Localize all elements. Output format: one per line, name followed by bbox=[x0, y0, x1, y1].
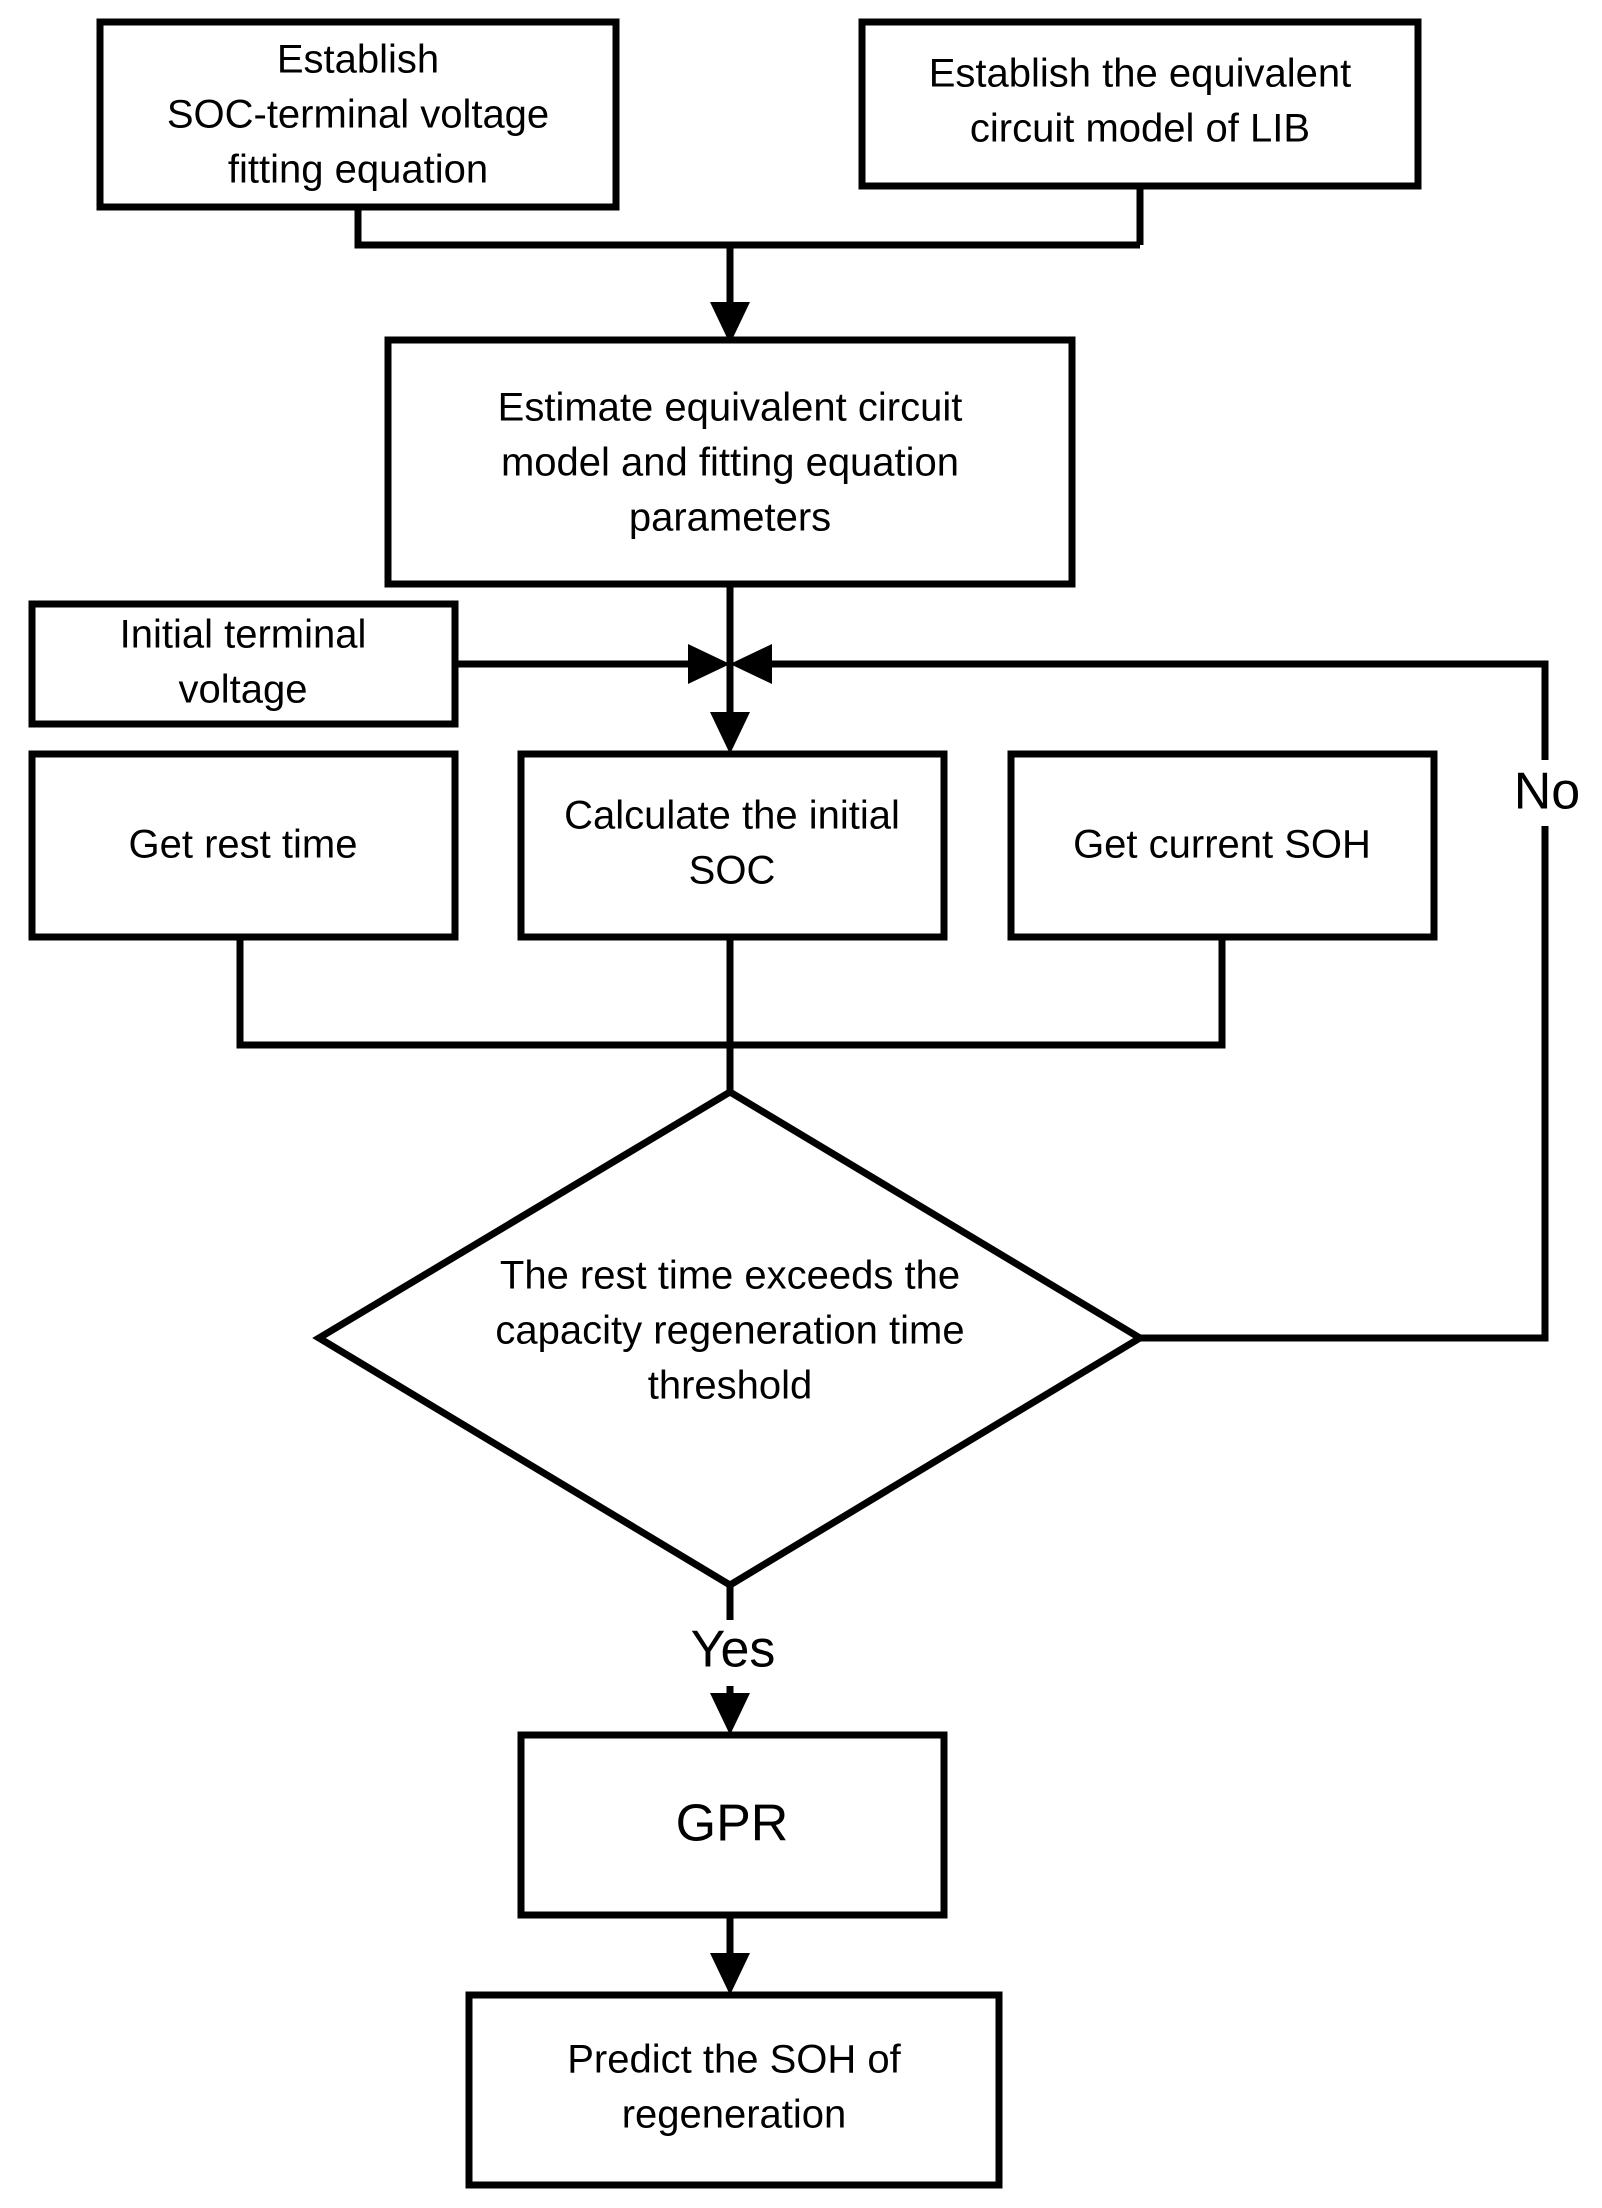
node-rest-time-decision-line-1: capacity regeneration time bbox=[495, 1309, 964, 1353]
node-get-current-soh-line-0: Get current SOH bbox=[1073, 823, 1371, 867]
node-initial-terminal-voltage-line-0: Initial terminal bbox=[120, 613, 367, 657]
arrowhead-bus-to-estimate bbox=[710, 302, 750, 344]
node-predict-soh-line-1: regeneration bbox=[622, 2093, 847, 2137]
edge-label-yes-backdrop bbox=[672, 1620, 790, 1686]
node-predict-soh[interactable]: Predict the SOH of regeneration bbox=[465, 1991, 1003, 2189]
node-calculate-initial-soc-line-0: Calculate the initial bbox=[564, 794, 900, 838]
node-establish-ecm-line-0: Establish the equivalent bbox=[929, 52, 1352, 96]
node-predict-soh-line-0: Predict the SOH of bbox=[567, 2038, 901, 2082]
node-establish-ecm-line-1: circuit model of LIB bbox=[970, 107, 1310, 151]
arrowhead-estimate-to-soc bbox=[710, 712, 750, 754]
node-gpr[interactable]: GPR bbox=[517, 1731, 948, 1919]
edge-label-no: No bbox=[1514, 763, 1580, 821]
edge-label-no-backdrop bbox=[1498, 760, 1596, 826]
node-calculate-initial-soc-shape bbox=[517, 750, 948, 941]
node-establish-fitting-equation-line-0: Establish bbox=[277, 38, 439, 82]
node-establish-ecm-shape bbox=[858, 18, 1422, 190]
node-get-rest-time-shape bbox=[28, 750, 459, 941]
connector-no-feedback-loop bbox=[752, 660, 1549, 1342]
node-initial-terminal-voltage-shape bbox=[28, 600, 459, 728]
node-establish-fitting-equation-shape bbox=[96, 18, 620, 211]
node-gpr-line-0: GPR bbox=[676, 1795, 789, 1853]
arrowhead-voltage-to-junction bbox=[688, 644, 730, 684]
node-estimate-parameters-shape bbox=[384, 336, 1076, 588]
node-calculate-initial-soc[interactable]: Calculate the initial SOC bbox=[517, 750, 948, 941]
node-gpr-shape bbox=[517, 1731, 948, 1919]
node-establish-fitting-equation-line-2: fitting equation bbox=[228, 148, 488, 192]
node-establish-ecm[interactable]: Establish the equivalent circuit model o… bbox=[858, 18, 1422, 190]
node-estimate-parameters-line-0: Estimate equivalent circuit bbox=[498, 386, 963, 430]
node-initial-terminal-voltage[interactable]: Initial terminal voltage bbox=[28, 600, 459, 728]
node-get-current-soh[interactable]: Get current SOH bbox=[1007, 750, 1438, 941]
node-estimate-parameters[interactable]: Estimate equivalent circuit model and fi… bbox=[384, 336, 1076, 588]
edge-label-yes: Yes bbox=[691, 1621, 776, 1679]
node-rest-time-decision-line-2: threshold bbox=[648, 1364, 813, 1408]
node-establish-fitting-equation-line-1: SOC-terminal voltage bbox=[167, 93, 549, 137]
node-get-current-soh-shape bbox=[1007, 750, 1438, 941]
node-calculate-initial-soc-line-1: SOC bbox=[689, 849, 776, 893]
arrowhead-no-feedback-loop bbox=[730, 644, 772, 684]
node-establish-fitting-equation[interactable]: Establish SOC-terminal voltage fitting e… bbox=[96, 18, 620, 211]
node-estimate-parameters-line-1: model and fitting equation bbox=[501, 441, 959, 485]
node-predict-soh-shape bbox=[465, 1991, 1003, 2189]
node-rest-time-decision[interactable]: The rest time exceeds the capacity regen… bbox=[312, 1087, 1147, 1590]
node-estimate-parameters-line-2: parameters bbox=[629, 496, 831, 540]
node-get-rest-time[interactable]: Get rest time bbox=[28, 750, 459, 941]
arrowhead-gpr-to-predict bbox=[710, 1953, 750, 1995]
node-rest-time-decision-shape bbox=[312, 1087, 1147, 1590]
node-get-rest-time-line-0: Get rest time bbox=[129, 823, 358, 867]
node-initial-terminal-voltage-line-1: voltage bbox=[179, 668, 308, 712]
connector-fitting-to-bus bbox=[354, 207, 1140, 249]
arrowhead-decision-to-gpr bbox=[710, 1693, 750, 1735]
node-rest-time-decision-line-0: The rest time exceeds the bbox=[500, 1254, 960, 1298]
